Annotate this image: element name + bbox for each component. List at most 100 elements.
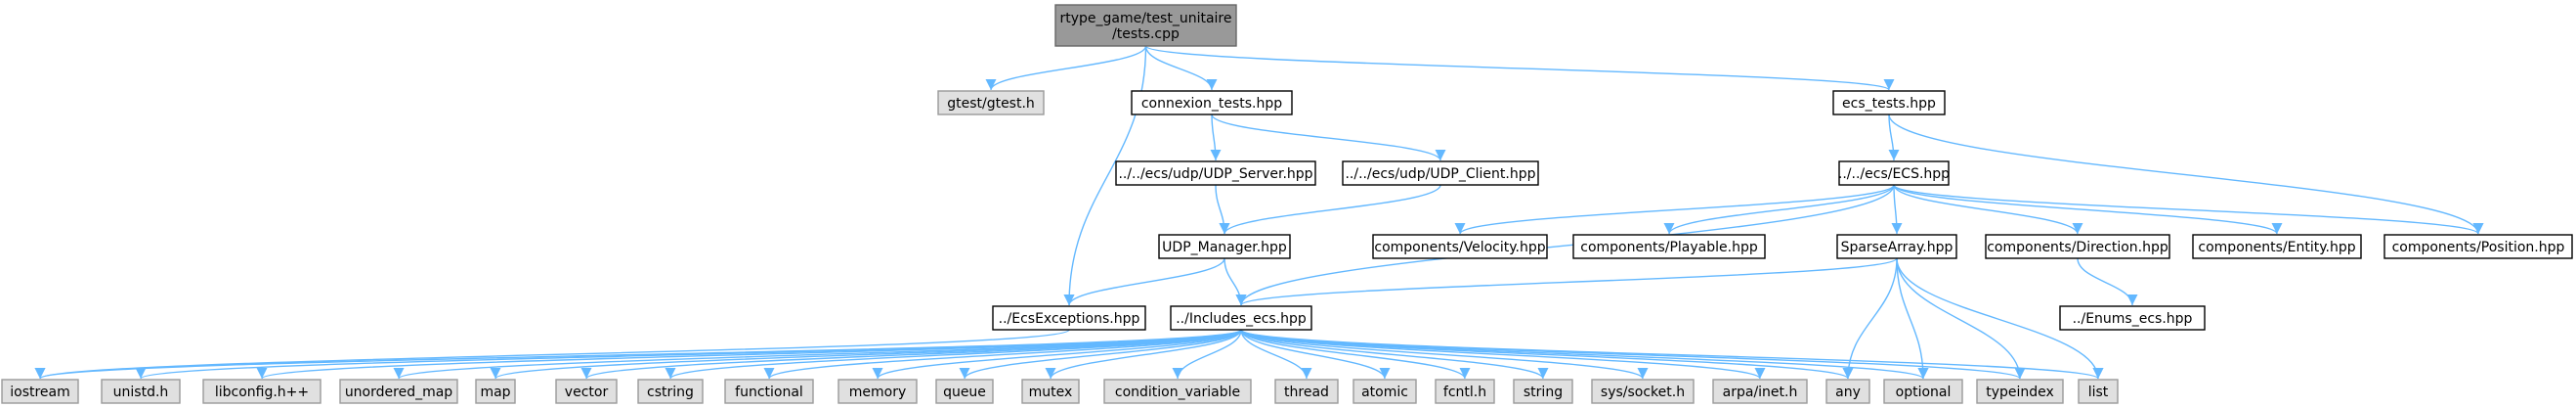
node-includes[interactable]: ../Includes_ecs.hpp [1170, 305, 1312, 331]
node-label: thread [1284, 385, 1329, 400]
edge-ecs_hpp-to-direction [1893, 184, 2083, 235]
node-box [992, 305, 1146, 331]
node-box [1572, 234, 1766, 259]
node-list: list [2078, 379, 2119, 404]
node-thread: thread [1274, 379, 1339, 404]
edge-line [1211, 113, 1446, 161]
node-root[interactable]: rtype_game/test_unitaire/tests.cpp [1054, 4, 1237, 47]
node-box [339, 379, 458, 404]
node-box [202, 379, 322, 404]
node-velocity[interactable]: components/Velocity.hpp [1372, 234, 1548, 259]
edge-includes-to-any [1240, 329, 1854, 380]
edge-includes-to-cstring [665, 329, 1242, 380]
edge-line [1240, 329, 1471, 380]
edge-udp_manager-to-ecsexc [1063, 257, 1225, 306]
edge-ecs_hpp-to-entity [1893, 184, 2283, 235]
edge-line [1144, 45, 1895, 91]
node-box [724, 379, 814, 404]
node-box [1021, 379, 1080, 404]
edge-line [1240, 329, 1312, 380]
node-ecs_tests[interactable]: ecs_tests.hpp [1832, 90, 1946, 115]
edge-connexion-to-udp_server [1210, 113, 1222, 161]
node-label: vector [565, 385, 609, 400]
node-queue: queue [935, 379, 994, 404]
edge-includes-to-typeindex [1240, 329, 2026, 380]
node-position[interactable]: components/Position.hpp [2383, 234, 2573, 259]
node-connexion[interactable]: connexion_tests.hpp [1131, 90, 1293, 115]
node-box [1103, 379, 1252, 404]
node-inet: arpa/inet.h [1712, 379, 1808, 404]
node-fcntl: fcntl.h [1435, 379, 1495, 404]
edge-includes-to-functional [763, 329, 1242, 380]
nodes-layer: rtype_game/test_unitaire/tests.cpp gtest/… [1, 4, 2573, 404]
node-label: components/Direction.hpp [1987, 240, 2168, 255]
edge-includes-to-fcntl [1240, 329, 1471, 380]
edge-line [1888, 113, 1900, 161]
node-box [555, 379, 618, 404]
node-ecs_hpp[interactable]: ../../ecs/ECS.hpp [1838, 160, 1950, 186]
edge-line [1893, 184, 2484, 235]
node-box [1838, 160, 1950, 186]
node-box [837, 379, 918, 404]
node-playable[interactable]: components/Playable.hpp [1572, 234, 1766, 259]
node-udp_client[interactable]: ../../ecs/udp/UDP_Client.hpp [1342, 160, 1539, 186]
node-sparse[interactable]: SparseArray.hpp [1836, 234, 1957, 259]
edge-udp_client-to-udp_manager [1219, 184, 1441, 235]
node-box [475, 379, 516, 404]
edge-includes-to-condvar [1172, 329, 1242, 380]
edge-root-to-gtest [985, 45, 1147, 91]
edge-line [1454, 184, 1895, 235]
node-label: unordered_map [345, 385, 452, 400]
edge-line [1240, 329, 2104, 380]
node-entity[interactable]: components/Entity.hpp [2192, 234, 2362, 259]
node-enums[interactable]: ../Enums_ecs.hpp [2059, 305, 2206, 331]
node-label: ecs_tests.hpp [1842, 96, 1936, 112]
node-label: atomic [1361, 385, 1408, 400]
node-box [1342, 160, 1539, 186]
node-direction[interactable]: components/Direction.hpp [1985, 234, 2170, 259]
node-box [1435, 379, 1495, 404]
edge-root-to-ecsexc [1063, 45, 1147, 306]
edge-line [665, 329, 1242, 380]
node-socket: sys/socket.h [1591, 379, 1695, 404]
node-memory: memory [837, 379, 918, 404]
node-label: ../Includes_ecs.hpp [1176, 311, 1307, 327]
node-box [1131, 90, 1293, 115]
node-label: functional [735, 385, 803, 400]
node-label: UDP_Manager.hpp [1162, 240, 1287, 255]
edge-includes-to-list [1240, 329, 2104, 380]
node-box [637, 379, 704, 404]
node-label: cstring [647, 385, 694, 400]
edge-line [1896, 257, 1929, 380]
edge-line [763, 329, 1242, 380]
node-box [1115, 160, 1316, 186]
edge-line [1240, 329, 1649, 380]
node-label: rtype_game/test_unitaire [1059, 11, 1231, 26]
edge-root-to-connexion [1144, 45, 1218, 91]
edge-sparse-to-any [1842, 257, 1898, 380]
node-label: ../../ecs/udp/UDP_Server.hpp [1118, 166, 1312, 182]
node-box [1, 379, 79, 404]
edge-line [1896, 257, 2026, 380]
node-box [1170, 305, 1312, 331]
node-udp_manager[interactable]: UDP_Manager.hpp [1158, 234, 1291, 259]
node-box [1372, 234, 1548, 259]
node-udp_server[interactable]: ../../ecs/udp/UDP_Server.hpp [1115, 160, 1316, 186]
edge-line [985, 45, 1147, 91]
edge-line [256, 329, 1242, 380]
edges-layer [34, 45, 2484, 380]
node-unistd: unistd.h [101, 379, 181, 404]
node-mutex: mutex [1021, 379, 1080, 404]
node-atomic: atomic [1352, 379, 1417, 404]
edge-ecs_hpp-to-includes [1235, 184, 1895, 306]
node-gtest: gtest/gtest.h [937, 90, 1045, 115]
node-ecsexc[interactable]: ../EcsExceptions.hpp [992, 305, 1146, 331]
edge-includes-to-socket [1240, 329, 1649, 380]
node-libconfig: libconfig.h++ [202, 379, 322, 404]
edge-line [872, 329, 1242, 380]
node-label: string [1524, 385, 1563, 400]
edge-line [2077, 257, 2138, 306]
node-label: optional [1896, 385, 1952, 400]
node-box [1836, 234, 1957, 259]
node-label: list [2088, 385, 2109, 400]
